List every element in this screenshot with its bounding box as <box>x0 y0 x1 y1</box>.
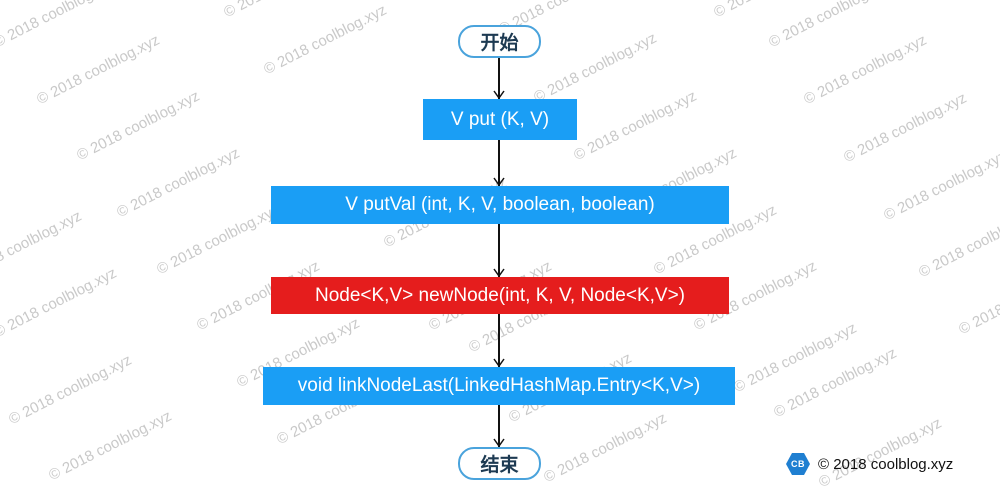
linknodelast-method-node: void linkNodeLast(LinkedHashMap.Entry<K,… <box>263 367 735 405</box>
watermark: © 2018 coolblog.xyz <box>6 351 135 429</box>
watermark: © 2018 coolblog.xyz <box>261 1 390 79</box>
arrow-head-icon <box>493 177 505 186</box>
watermark: © 2018 coolblog.xyz <box>221 0 349 21</box>
arrow-head-icon <box>493 268 505 277</box>
watermark: © 2018 coolblog.xyz <box>711 0 839 21</box>
arrow-head-icon <box>493 90 505 99</box>
watermark: © 2018 coolblog.xyz <box>114 144 243 222</box>
watermark: © 2018 coolblog.xyz <box>766 0 895 52</box>
arrow-head-icon <box>493 358 505 367</box>
watermark: © 2018 coolblog.xyz <box>0 264 120 342</box>
watermark: © 2018 coolblog.xyz <box>154 201 283 279</box>
watermark: © 2018 coolblog.xyz <box>34 31 163 109</box>
watermark: © 2018 coolblog.xyz <box>74 87 203 165</box>
connector-put-putval <box>498 140 500 186</box>
put-method-node: V put (K, V) <box>423 99 577 140</box>
watermark: © 2018 coolblog.xyz <box>0 207 85 284</box>
putval-method-node: V putVal (int, K, V, boolean, boolean) <box>271 186 729 224</box>
watermark: © 2018 coolblog.xyz <box>531 29 660 107</box>
start-node: 开始 <box>458 25 541 58</box>
end-node: 结束 <box>458 447 541 480</box>
watermark: © 2018 coolblog.xyz <box>46 407 175 485</box>
connector-linknodelast-end <box>498 405 500 447</box>
watermark: © 2018 coolblog.xyz <box>571 87 700 165</box>
watermark: © 2018 coolblog.xyz <box>881 147 1000 225</box>
watermark: © 2018 coolblog.xyz <box>541 409 670 487</box>
watermark: © 2018 coolblog.xyz <box>771 344 900 422</box>
connector-putval-newnode <box>498 224 500 277</box>
arrow-head-icon <box>493 438 505 447</box>
connector-start-put <box>498 57 500 99</box>
watermark: © 2018 coolblog.xyz <box>956 261 1000 339</box>
brand-copyright: © 2018 coolblog.xyz <box>818 455 954 473</box>
watermark: © 2018 coolblog.xyz <box>801 31 930 109</box>
connector-newnode-linknodelast <box>498 314 500 367</box>
coolblog-logo-icon: CB <box>786 453 810 475</box>
newnode-method-node: Node<K,V> newNode(int, K, V, Node<K,V>) <box>271 277 729 314</box>
watermark: © 2018 coolblog.xyz <box>731 319 860 397</box>
watermark: © 2018 coolblog.xyz <box>841 89 970 167</box>
brand-badge: CB © 2018 coolblog.xyz <box>786 453 953 475</box>
watermark: © 2018 coolblog.xyz <box>916 204 1000 282</box>
watermark: © 2018 coolblog.xyz <box>0 0 120 52</box>
